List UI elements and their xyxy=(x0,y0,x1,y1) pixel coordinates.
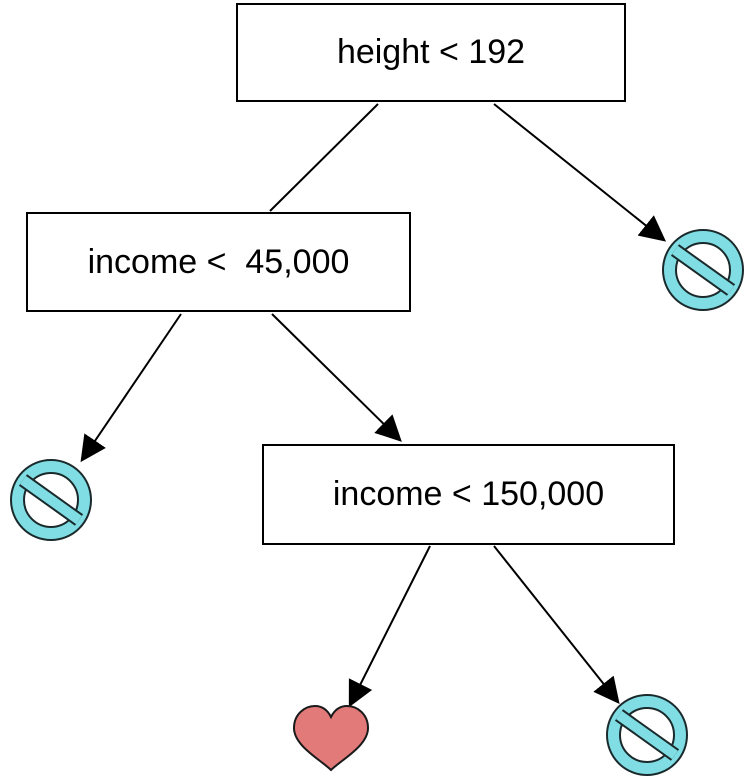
edge-income1-to-income2 xyxy=(271,313,402,442)
no-symbol-icon xyxy=(606,694,688,776)
no-symbol-icon xyxy=(10,459,92,541)
root-split-label: height < 192 xyxy=(336,33,526,71)
income-split-node-2: income < 150,000 xyxy=(262,444,675,545)
income-split-node-1: income < 45,000 xyxy=(26,212,411,312)
edge-root-to-income1 xyxy=(269,103,379,212)
heart-icon xyxy=(292,704,370,772)
root-split-node: height < 192 xyxy=(236,3,626,102)
income-split-label-2: income < 150,000 xyxy=(332,475,605,513)
income-split-label-1: income < 45,000 xyxy=(87,242,350,281)
edge-income2-to-heart xyxy=(348,545,431,708)
edge-root-to-no1 xyxy=(493,103,667,242)
edge-income2-to-no3 xyxy=(493,545,620,705)
no-symbol-icon xyxy=(662,229,744,311)
edge-income1-to-no2 xyxy=(80,313,182,463)
